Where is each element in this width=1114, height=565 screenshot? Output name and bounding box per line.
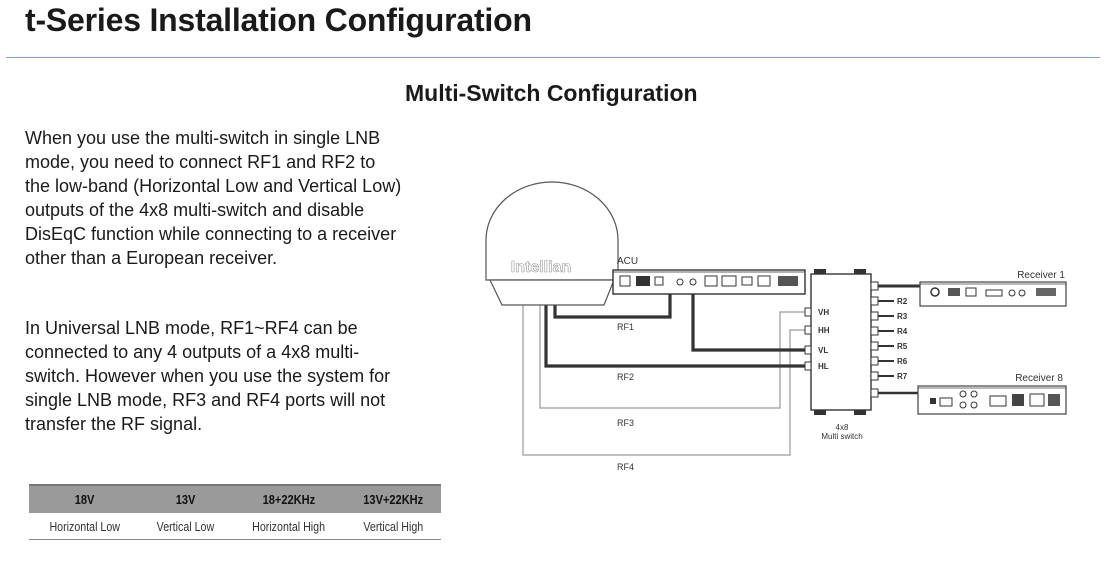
lnb-mode-table: 18V 13V 18+22KHz 13V+22KHz Horizontal Lo… [29,484,441,540]
table-header-cell: 13V [140,484,232,513]
receiver-1-label: Receiver 1 [1017,270,1065,281]
cable-rf2 [544,305,805,368]
switch-output-stubs [878,300,894,377]
cable-rf1 [553,288,672,319]
multi-switch-diagram: Intellian ACU RF1 RF2 RF3 RF4 [485,181,1067,472]
table-header-row: 18V 13V 18+22KHz 13V+22KHz [29,484,441,513]
switch-input-vh: VH [818,308,829,317]
paragraph-single-lnb: When you use the multi-switch in single … [25,128,402,268]
acu-label: ACU [617,256,638,267]
acu-unit [612,269,806,295]
table-cell: Horizontal High [241,513,337,540]
switch-label-name: Multi switch [821,432,862,441]
switch-output-r7: R7 [897,372,908,381]
cable-rf3 [539,305,805,409]
paragraph-universal-lnb: In Universal LNB mode, RF1~RF4 can be co… [25,318,391,434]
multi-switch [804,269,879,415]
table-header-cell: 13V+22KHz [346,484,441,513]
cable-label-rf4: RF4 [617,462,634,472]
switch-input-vl: VL [818,346,828,355]
switch-label-model: 4x8 [836,423,849,432]
receiver-8-label: Receiver 8 [1015,373,1063,384]
table-row: Horizontal Low Vertical Low Horizontal H… [29,513,441,540]
switch-input-hl: HL [818,362,829,371]
switch-output-r2: R2 [897,297,908,306]
page-title: t-Series Installation Configuration [25,2,532,38]
antenna-radome: Intellian [485,181,619,306]
cable-label-rf3: RF3 [617,418,634,428]
title-divider [6,57,1100,58]
table-header-cell: 18+22KHz [231,484,347,513]
cable-label-rf2: RF2 [617,372,634,382]
switch-input-hh: HH [818,326,830,335]
switch-output-r5: R5 [897,342,908,351]
table-cell: Horizontal Low [39,513,131,540]
cable-rf4 [522,305,805,456]
switch-output-r6: R6 [897,357,908,366]
antenna-logo: Intellian [511,259,571,276]
table-cell: Vertical Low [148,513,224,540]
switch-output-r4: R4 [897,327,908,336]
receiver-1 [919,281,1067,307]
cable-acu-vl [691,288,805,352]
cable-label-rf1: RF1 [617,322,634,332]
table-cell: Vertical High [354,513,433,540]
section-title: Multi-Switch Configuration [405,80,698,106]
table-header-cell: 18V [29,484,141,513]
switch-output-r3: R3 [897,312,908,321]
receiver-8 [917,385,1067,415]
